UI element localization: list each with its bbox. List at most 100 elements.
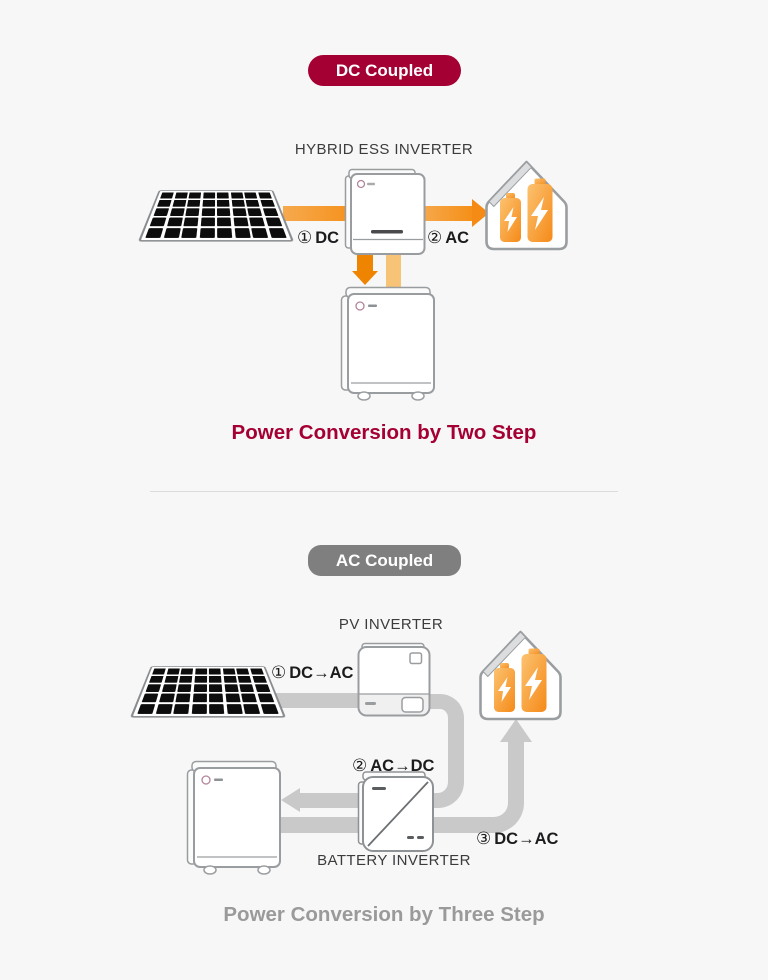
solar-cell xyxy=(158,693,175,703)
solar-cell xyxy=(217,199,230,207)
solar-cell xyxy=(193,684,207,693)
solar-cell xyxy=(245,199,261,207)
solar-cell xyxy=(268,227,287,238)
solar-cell xyxy=(201,208,215,217)
solar-cell xyxy=(234,227,251,238)
ac-coupled-badge: AC Coupled xyxy=(308,545,461,576)
solar-cell xyxy=(262,208,279,217)
step-text: AC→DC xyxy=(370,757,435,775)
solar-cell xyxy=(209,703,225,714)
dc-coupled-badge: DC Coupled xyxy=(308,55,461,86)
solar-cell xyxy=(202,199,215,207)
solar-cell xyxy=(243,703,261,714)
solar-cell xyxy=(149,217,167,227)
solar-cell xyxy=(249,217,266,227)
pv-inverter-icon xyxy=(357,642,431,717)
solar-cell xyxy=(159,192,174,199)
solar-cell xyxy=(257,693,275,703)
step-number: ② xyxy=(352,756,368,775)
arrow-up-icon xyxy=(500,719,532,742)
solar-cell xyxy=(155,703,173,714)
solar-cell xyxy=(239,684,255,693)
solar-cell xyxy=(202,192,215,199)
dc-flow-down-bar xyxy=(357,252,373,272)
solar-cell xyxy=(183,217,199,227)
solar-cell xyxy=(237,675,253,683)
solar-cell xyxy=(194,675,207,683)
solar-cell xyxy=(265,217,283,227)
ac-caption: Power Conversion by Three Step xyxy=(223,903,545,926)
solar-cell xyxy=(199,227,215,238)
solar-cell xyxy=(180,668,194,675)
solar-cell xyxy=(209,668,222,675)
step-text: AC xyxy=(445,229,470,247)
solar-cell xyxy=(174,192,188,199)
solar-cell xyxy=(200,217,215,227)
solar-cell xyxy=(233,217,249,227)
arrow-right-icon xyxy=(472,199,489,227)
solar-cell xyxy=(163,675,179,683)
solar-cell xyxy=(222,668,236,675)
solar-cell xyxy=(217,208,231,217)
solar-cell xyxy=(171,199,187,207)
solar-cell xyxy=(192,693,207,703)
hybrid-ess-inverter-label: HYBRID ESS INVERTER xyxy=(294,141,474,158)
solar-cell xyxy=(244,192,258,199)
battery-inverter-icon xyxy=(357,771,434,852)
arrow-left-icon xyxy=(281,788,300,812)
solar-cell xyxy=(209,684,223,693)
solar-cell xyxy=(223,675,237,683)
solar-cell xyxy=(232,208,247,217)
step-number: ② xyxy=(427,228,443,247)
solar-cell xyxy=(224,684,239,693)
battery-inverter-label: BATTERY INVERTER xyxy=(317,852,471,869)
solar-cell xyxy=(236,668,250,675)
solar-panel-icon xyxy=(137,190,295,242)
solar-cell xyxy=(217,227,233,238)
solar-cell xyxy=(250,668,265,675)
solar-cell xyxy=(187,199,201,207)
solar-cell xyxy=(148,675,164,683)
solar-cell xyxy=(175,693,191,703)
dc-caption: Power Conversion by Two Step xyxy=(231,421,537,444)
solar-cell xyxy=(247,208,263,217)
solar-cell xyxy=(156,199,172,207)
solar-cell xyxy=(217,217,232,227)
solar-cell xyxy=(225,693,241,703)
solar-cell xyxy=(254,684,271,693)
solar-cell xyxy=(161,684,177,693)
solar-cell xyxy=(252,675,268,683)
pv-inverter-label: PV INVERTER xyxy=(338,616,444,633)
battery-pack-icon xyxy=(340,286,435,401)
solar-cell xyxy=(179,675,193,683)
solar-cell xyxy=(177,684,192,693)
dc-return-up-bar xyxy=(386,252,401,290)
step-text: DC→AC xyxy=(289,664,354,682)
step-number: ③ xyxy=(476,829,492,848)
solar-cell xyxy=(251,227,269,238)
solar-cell xyxy=(194,668,207,675)
solar-cell xyxy=(226,703,243,714)
step-number: ① xyxy=(297,228,313,247)
solar-cell xyxy=(169,208,185,217)
solar-cell xyxy=(217,192,230,199)
solar-cell xyxy=(153,208,170,217)
house-with-batteries-icon xyxy=(479,630,562,721)
solar-cell xyxy=(258,192,273,199)
solar-cell xyxy=(185,208,200,217)
solar-cell xyxy=(260,703,279,714)
step-text: DC→AC xyxy=(494,830,559,848)
ac-flow-inverter-to-house xyxy=(420,206,472,221)
house-with-batteries-icon xyxy=(485,160,568,251)
solar-cell xyxy=(145,684,162,693)
step-number: ① xyxy=(271,663,287,682)
solar-cell xyxy=(151,668,166,675)
hybrid-inverter-icon xyxy=(344,168,426,255)
solar-cell xyxy=(145,227,164,238)
solar-cell xyxy=(141,693,159,703)
